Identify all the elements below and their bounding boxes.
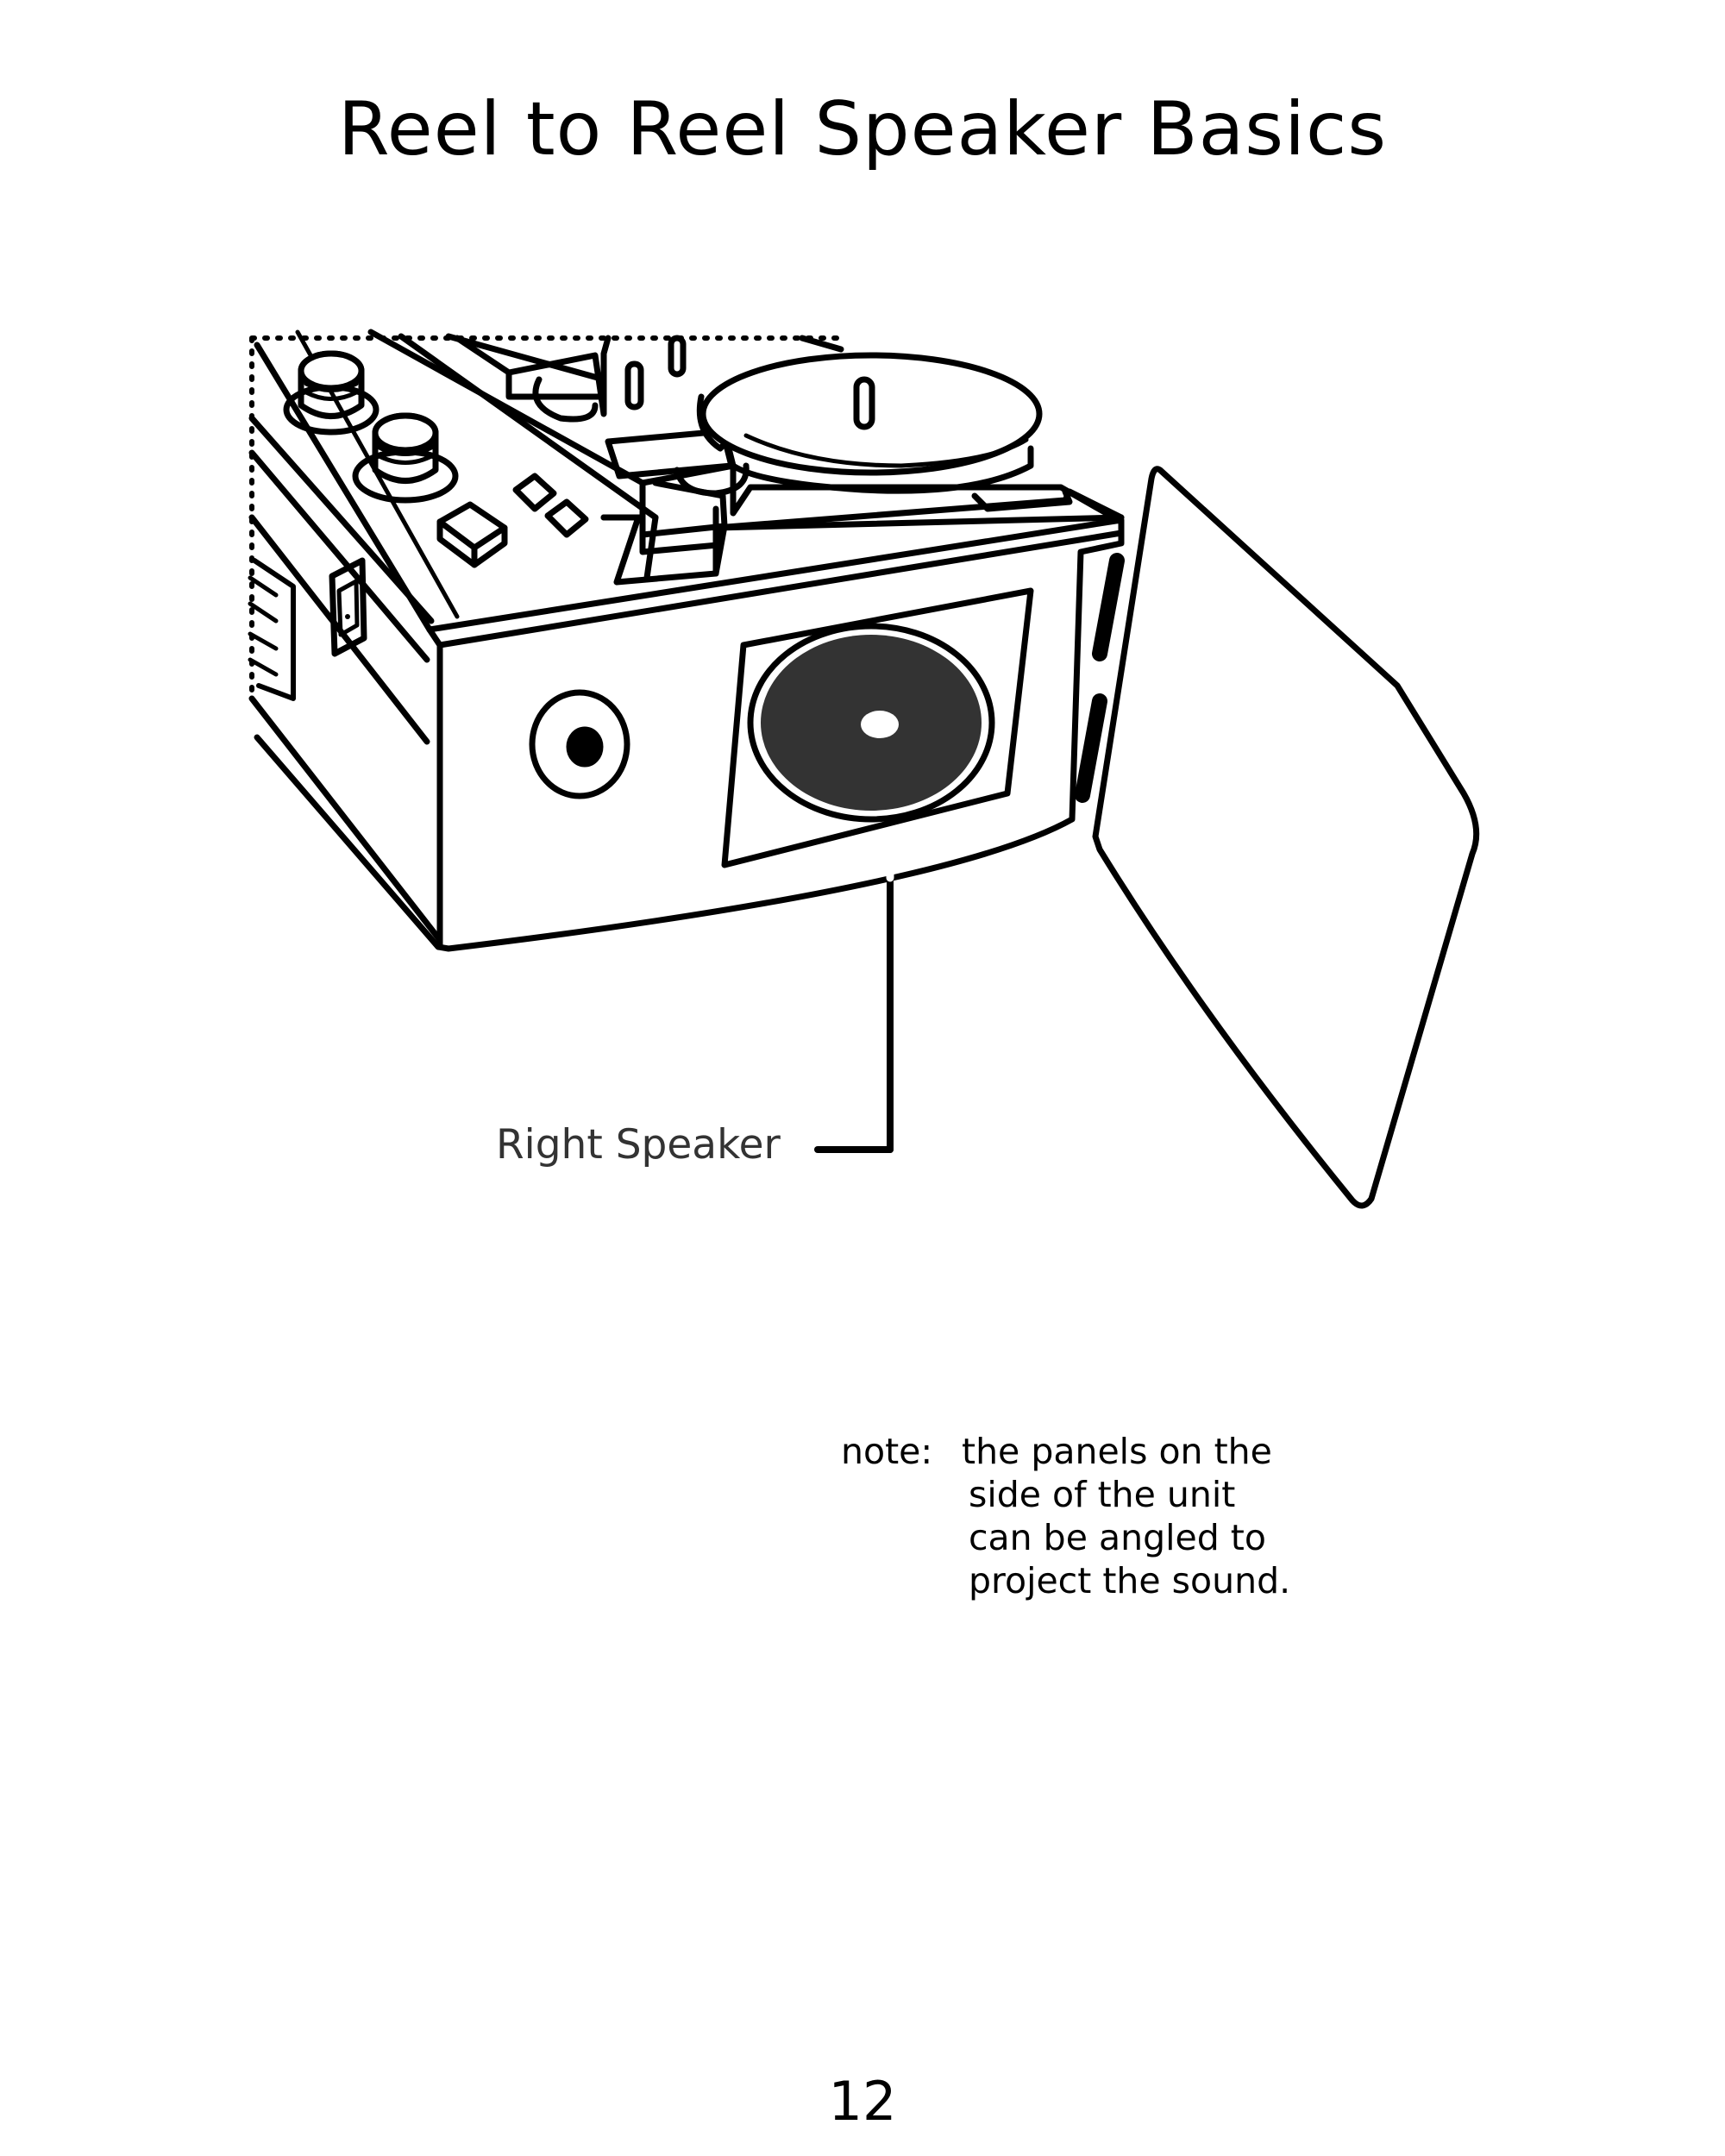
- callout-leader-line: [814, 868, 894, 1153]
- control-buttons-icon: [436, 473, 589, 568]
- power-switch-icon: [329, 557, 367, 657]
- unit-left-body: [248, 329, 659, 943]
- note-line: project the sound.: [969, 1560, 1291, 1601]
- side-speaker-panel: [1092, 466, 1480, 1209]
- audio-jack-icon: [529, 689, 630, 799]
- knob-icon: [283, 350, 380, 436]
- note-line: side of the unit: [969, 1474, 1236, 1515]
- tape-reel-icon: [696, 352, 1043, 494]
- knob-icon: [352, 412, 459, 504]
- note-prefix: note:: [841, 1431, 933, 1472]
- hinge-icon: [1075, 553, 1125, 803]
- right-speaker-icon: [721, 587, 1034, 868]
- page-number: 12: [828, 2070, 897, 2133]
- note-line: can be angled to: [969, 1517, 1266, 1558]
- right-speaker-label: Right Speaker: [496, 1121, 781, 1169]
- note-text: the panels on the side of the unit can b…: [962, 1430, 1290, 1602]
- unit-front-face: [254, 342, 1125, 952]
- page-title: Reel to Reel Speaker Basics: [337, 85, 1388, 172]
- note-line: the panels on the: [962, 1431, 1272, 1472]
